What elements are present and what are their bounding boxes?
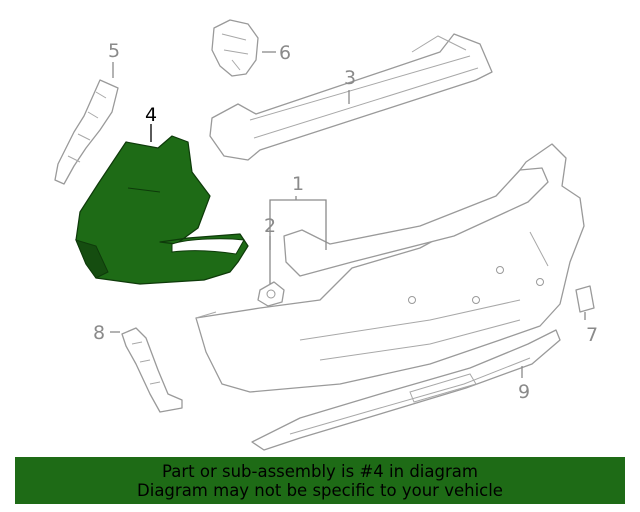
callout-4: 4 xyxy=(145,104,157,126)
leader-lines xyxy=(110,51,586,378)
callout-2: 2 xyxy=(264,215,276,237)
part-5-bracket xyxy=(54,79,119,185)
callout-7: 7 xyxy=(586,324,598,346)
part-3-reinforcement-beam xyxy=(209,33,493,161)
part-1-bumper-cover xyxy=(195,143,585,393)
part-6-bracket xyxy=(211,19,259,77)
callout-9: 9 xyxy=(518,381,530,403)
banner-line-1: Part or sub-assembly is #4 in diagram xyxy=(162,461,478,481)
callout-5: 5 xyxy=(108,40,120,62)
callout-6: 6 xyxy=(279,42,291,64)
part-2-clip xyxy=(257,281,285,307)
parts-diagram: 5 6 3 4 1 2 8 7 9 xyxy=(54,19,598,451)
part-9-valance xyxy=(251,329,561,451)
callout-8: 8 xyxy=(93,322,105,344)
banner-line-2: Diagram may not be specific to your vehi… xyxy=(137,480,503,500)
callout-3: 3 xyxy=(344,67,356,89)
part-7-cap xyxy=(575,285,595,313)
part-4-highlighted-corner xyxy=(75,135,249,285)
part-8-bracket xyxy=(121,327,183,413)
info-banner: Part or sub-assembly is #4 in diagram Di… xyxy=(15,457,625,504)
callout-1: 1 xyxy=(292,173,304,195)
